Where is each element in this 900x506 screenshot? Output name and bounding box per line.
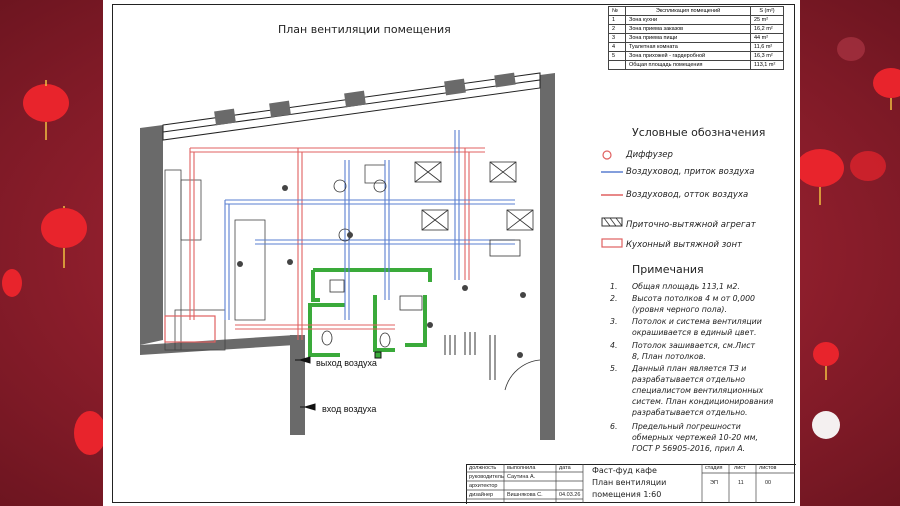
stamp-header: должность xyxy=(469,465,497,471)
legend-title: Условные обозначения xyxy=(632,126,766,139)
stage-header: стадия xyxy=(705,465,723,471)
legend-symbols xyxy=(601,150,623,248)
hood-symbol xyxy=(601,238,623,248)
table-header: № xyxy=(608,6,626,16)
stamp-role: дизайнер xyxy=(469,492,494,498)
legend-item: Воздуховод, приток воздуха xyxy=(626,167,755,177)
stamp-name: Саутина А. xyxy=(507,474,536,480)
air-handler-symbol xyxy=(601,217,623,227)
stamp-role: руководитель xyxy=(469,474,504,480)
note-item: 2.Высота потолков 4 м от 0,000(уровня че… xyxy=(610,294,755,314)
notes-title: Примечания xyxy=(632,263,704,276)
sheet-scale: помещения 1:60 xyxy=(592,490,662,499)
stamp-date: 04.03.26 xyxy=(559,492,581,498)
air-outlet-label: выход воздуха xyxy=(316,358,377,368)
title-block xyxy=(466,464,796,504)
sheets-header: листов xyxy=(759,465,777,471)
table-header: S (m²) xyxy=(750,6,784,16)
floor-plan xyxy=(140,72,555,440)
table-header: Экспликация помещений xyxy=(625,6,751,16)
stamp-header: выполнила xyxy=(507,465,536,471)
legend-item: Кухонный вытяжной зонт xyxy=(626,240,743,250)
stamp-name: Вишнякова С. xyxy=(507,492,543,498)
lanterns-left-decoration xyxy=(2,80,103,455)
note-item: 1.Общая площадь 113,1 м2. xyxy=(610,282,740,291)
legend-item: Диффузер xyxy=(626,150,673,160)
title-block-grid xyxy=(466,464,795,503)
legend-item: Воздуховод, отток воздуха xyxy=(626,190,749,200)
drawing-frame xyxy=(112,4,795,503)
sheet-value: 11 xyxy=(738,480,744,486)
lanterns-right-decoration xyxy=(800,37,900,439)
stamp-header: дата xyxy=(559,465,571,471)
stage-value: ЭП xyxy=(710,480,718,486)
stamp-role: архитектор xyxy=(469,483,498,489)
diffuser-symbol xyxy=(602,150,612,160)
project-title: Фаст-фуд кафе xyxy=(592,466,657,475)
air-inlet-label: вход воздуха xyxy=(322,404,377,414)
plan-title: План вентиляции помещения xyxy=(278,23,451,36)
legend-item: Приточно-вытяжной агрегат xyxy=(626,220,756,230)
sheet-header: лист xyxy=(734,465,746,471)
sheet-title: План вентиляции xyxy=(592,478,667,487)
walls xyxy=(140,73,555,440)
sheets-value: 00 xyxy=(765,480,772,486)
